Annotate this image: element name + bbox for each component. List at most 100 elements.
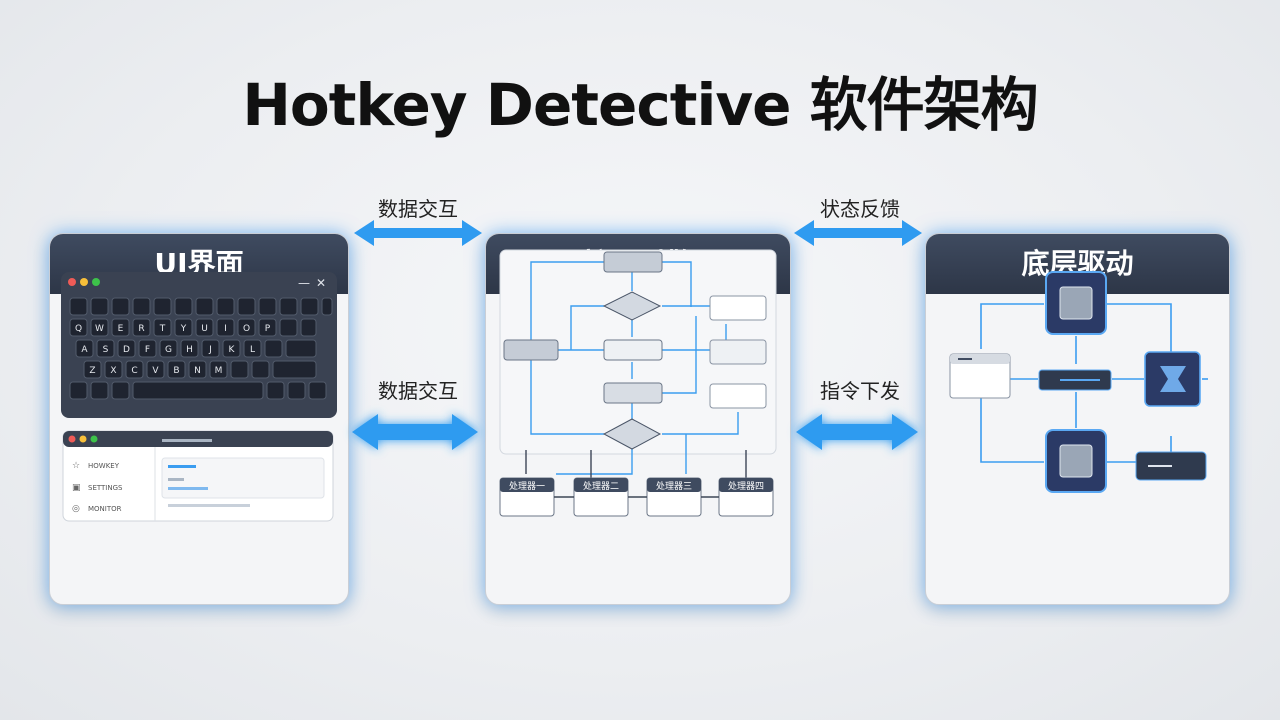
keyboard-key[interactable] <box>195 297 214 316</box>
keyboard-key[interactable] <box>167 360 186 379</box>
driver-card-header <box>950 354 1010 364</box>
cpu-chip-icon <box>1045 271 1107 335</box>
keyboard-key[interactable] <box>111 318 130 337</box>
sidebar-item-0[interactable]: HOWKEY <box>88 462 120 470</box>
double-arrow-icon <box>352 414 478 450</box>
double-arrow-icon <box>354 220 482 246</box>
keyboard-key[interactable] <box>132 297 151 316</box>
keyboard-key-label: O <box>243 324 250 334</box>
spacebar-key[interactable] <box>132 381 264 400</box>
keyboard-key[interactable] <box>153 297 172 316</box>
keyboard-key[interactable] <box>90 318 109 337</box>
keyboard-key[interactable] <box>83 360 102 379</box>
keyboard-key[interactable] <box>209 360 228 379</box>
keyboard-key[interactable] <box>180 339 199 358</box>
keyboard-key[interactable] <box>188 360 207 379</box>
keyboard-key[interactable] <box>111 381 130 400</box>
keyboard-key[interactable] <box>308 381 327 400</box>
keyboard-key[interactable] <box>287 381 306 400</box>
keyboard-key[interactable] <box>201 339 220 358</box>
keyboard-key[interactable] <box>174 297 193 316</box>
keyboard-key[interactable] <box>111 297 130 316</box>
keyboard-key-label: B <box>173 366 179 376</box>
core-panel: 核心引擎 <box>485 233 791 605</box>
keyboard-key[interactable] <box>237 318 256 337</box>
keyboard-key[interactable] <box>117 339 136 358</box>
keyboard-key-label: F <box>145 345 150 355</box>
keyboard-key[interactable] <box>146 360 165 379</box>
settings-icon: ▣ <box>72 483 81 493</box>
close-icon: ✕ <box>316 276 326 290</box>
app-minimize-dot-icon <box>79 435 87 443</box>
star-icon: ☆ <box>72 461 80 471</box>
keyboard-wide-key[interactable] <box>272 360 317 379</box>
keyboard-key[interactable] <box>153 318 172 337</box>
keyboard-key[interactable] <box>132 318 151 337</box>
connector-label-ui-core-mid: 数据交互 <box>378 379 458 403</box>
cpu-chip-icon <box>1045 429 1107 493</box>
keyboard-key[interactable] <box>279 318 298 337</box>
keyboard-key[interactable] <box>90 381 109 400</box>
keyboard-key-label: V <box>152 366 159 376</box>
keyboard-key[interactable] <box>195 318 214 337</box>
keyboard-key-label: P <box>265 324 271 334</box>
keyboard-key[interactable] <box>138 339 157 358</box>
app-maximize-dot-icon <box>90 435 98 443</box>
keyboard-key[interactable] <box>75 339 94 358</box>
keyboard-key[interactable] <box>90 297 109 316</box>
keyboard-key[interactable] <box>243 339 262 358</box>
keyboard-key-label: T <box>159 324 166 334</box>
keyboard-key[interactable] <box>159 339 178 358</box>
keyboard-wide-key[interactable] <box>321 297 333 316</box>
minus-icon: — <box>298 276 310 290</box>
keyboard-wide-key[interactable] <box>300 318 317 337</box>
keyboard-key[interactable] <box>230 360 249 379</box>
keyboard-key-label: Z <box>89 366 95 376</box>
keyboard-key-label: W <box>95 324 104 334</box>
sidebar-item-1[interactable]: SETTINGS <box>88 484 123 492</box>
keyboard-key[interactable] <box>237 297 256 316</box>
keyboard-key[interactable] <box>251 360 270 379</box>
process-node <box>603 382 663 404</box>
keyboard-key[interactable] <box>258 318 277 337</box>
keyboard-key[interactable] <box>258 297 277 316</box>
processor-label-3: 处理器四 <box>728 480 764 492</box>
keyboard-key[interactable] <box>69 318 88 337</box>
keyboard-key[interactable] <box>279 297 298 316</box>
keyboard-key-label: E <box>118 324 124 334</box>
processor-label-0: 处理器一 <box>509 480 545 492</box>
app-close-dot-icon <box>68 435 76 443</box>
driver-lines <box>980 303 1208 463</box>
content-line <box>168 465 196 468</box>
keyboard-key[interactable] <box>264 339 283 358</box>
flow-dark-lines <box>525 450 747 478</box>
sidebar-item-2[interactable]: MONITOR <box>88 505 122 513</box>
keyboard-key[interactable] <box>216 297 235 316</box>
processor-label-2: 处理器三 <box>656 480 692 492</box>
keyboard-key[interactable] <box>125 360 144 379</box>
connector-label-core-driver-mid: 指令下发 <box>820 379 900 403</box>
keyboard-key-label: U <box>201 324 208 334</box>
keyboard-key-label: A <box>81 345 88 355</box>
keyboard-key-label: R <box>138 324 144 334</box>
processor-node: 处理器四 <box>718 477 774 517</box>
keyboard-key-label: M <box>215 366 223 376</box>
keyboard-key[interactable] <box>216 318 235 337</box>
keyboard-key-label: H <box>186 345 193 355</box>
driver-port-line <box>1148 465 1172 467</box>
keyboard-wide-key[interactable] <box>285 339 317 358</box>
keyboard-key[interactable] <box>222 339 241 358</box>
keyboard-key[interactable] <box>69 297 88 316</box>
keyboard-key[interactable] <box>96 339 115 358</box>
keyboard-key[interactable] <box>300 297 319 316</box>
decision-node <box>602 418 662 450</box>
keyboard-key-label: L <box>250 345 255 355</box>
keyboard-key[interactable] <box>174 318 193 337</box>
keyboard-key[interactable] <box>69 381 88 400</box>
keyboard-key[interactable] <box>266 381 285 400</box>
input-node <box>503 339 559 361</box>
minimize-dot-icon <box>80 278 88 286</box>
keyboard-key[interactable] <box>104 360 123 379</box>
